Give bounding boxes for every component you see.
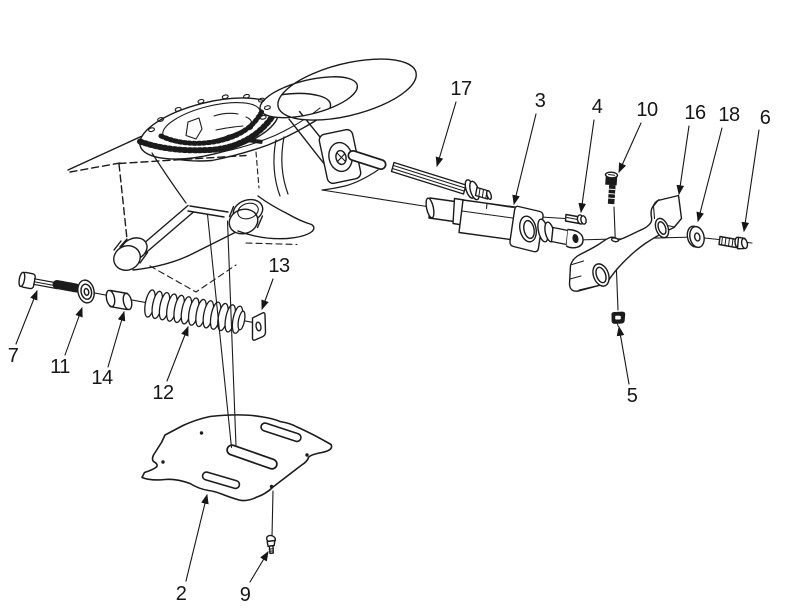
- part-17-pivot-shaft: [390, 161, 493, 201]
- part-2-mounting-plate: [141, 414, 333, 502]
- callout-label-5: 5: [626, 385, 638, 407]
- callout-label-9: 9: [239, 584, 251, 606]
- part-11-washer: [77, 279, 95, 304]
- callout-label-12: 12: [152, 382, 174, 404]
- callout-label-10: 10: [636, 99, 658, 121]
- part-housing-assembly: [67, 58, 417, 293]
- callout-label-13: 13: [268, 255, 290, 277]
- part-4-pin-bolt: [564, 213, 587, 225]
- callout-label-16: 16: [684, 102, 706, 124]
- part-14-spacer-bushing: [105, 289, 133, 311]
- callout-label-4: 4: [591, 96, 603, 118]
- part-18-flat-washer: [686, 225, 705, 249]
- projection-lines: [206, 213, 274, 538]
- callout-label-7: 7: [7, 345, 19, 367]
- callout-leader-lines: [15, 101, 760, 583]
- part-7-bolt: [18, 271, 81, 293]
- callout-label-3: 3: [534, 90, 546, 112]
- callout-label-2: 2: [175, 583, 187, 605]
- callout-label-6: 6: [759, 107, 771, 129]
- part-13-retainer-plate: [251, 312, 267, 341]
- callout-label-11: 11: [50, 356, 70, 378]
- part-3-cylinder-assembly: [425, 197, 584, 253]
- part-9-small-screw: [265, 534, 277, 555]
- part-5-lock-nut: [611, 311, 626, 327]
- part-6-hex-bolt: [718, 235, 749, 250]
- part-10-hex-screw: [604, 171, 619, 205]
- part-16-lever-arm: [568, 194, 683, 292]
- callout-label-18: 18: [718, 104, 740, 126]
- part-12-compression-spring: [144, 289, 246, 334]
- callout-label-17: 17: [450, 78, 472, 100]
- callout-label-14: 14: [91, 367, 113, 389]
